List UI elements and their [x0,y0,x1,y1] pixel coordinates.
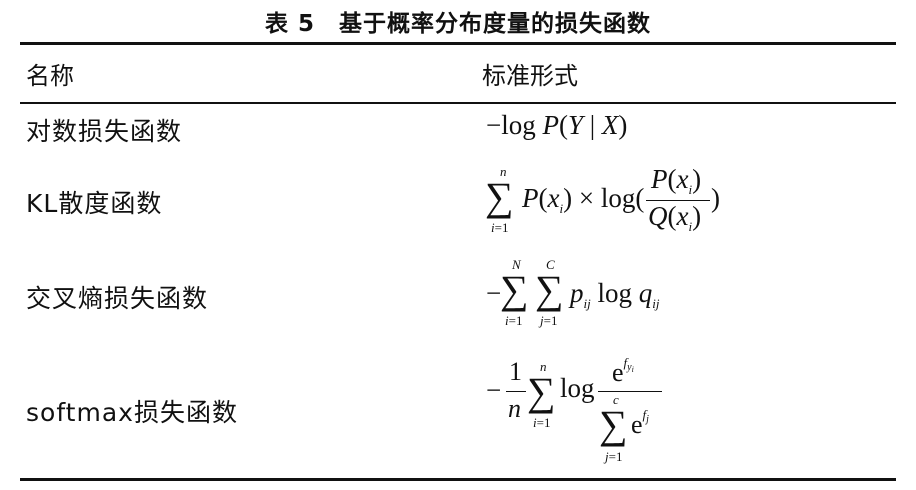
kl-fraction-bar [646,200,710,202]
table-caption: 表 5 基于概率分布度量的损失函数 [0,4,916,38]
table-number: 表 5 [264,11,315,37]
header-rule [20,102,896,104]
kl-numerator: P(xi) [651,164,702,197]
sum-symbol: ∑ [535,267,564,312]
kl-term: P(xi) × log( [522,183,645,216]
sum-symbol: ∑ [599,402,628,447]
sum-lower-limit: i=1 [491,220,509,235]
sum-symbol: ∑ [527,369,556,414]
sum-symbol: ∑ [500,267,529,312]
row-name-log-loss: 对数损失函数 [26,117,183,146]
sum-symbol: ∑ [485,174,514,219]
row-name-softmax: softmax损失函数 [26,398,238,427]
sum-upper-limit: n [500,164,507,179]
softmax-fraction-bar [598,391,662,393]
table-title: 基于概率分布度量的损失函数 [339,11,651,37]
row-name-kl-divergence: KL散度函数 [26,189,163,218]
kl-denominator: Q(xi) [648,201,702,234]
softmax-numerator: efyi [612,355,634,387]
row-name-cross-entropy: 交叉熵损失函数 [26,284,209,313]
column-header-name: 名称 [26,62,74,90]
softmax-denominator: efj [631,407,649,439]
top-rule [20,42,896,45]
kl-close-paren: ) [711,183,720,213]
formula-log-loss: −log P(Y | X) [486,110,628,140]
bottom-rule [20,478,896,481]
column-header-form: 标准形式 [482,62,578,90]
